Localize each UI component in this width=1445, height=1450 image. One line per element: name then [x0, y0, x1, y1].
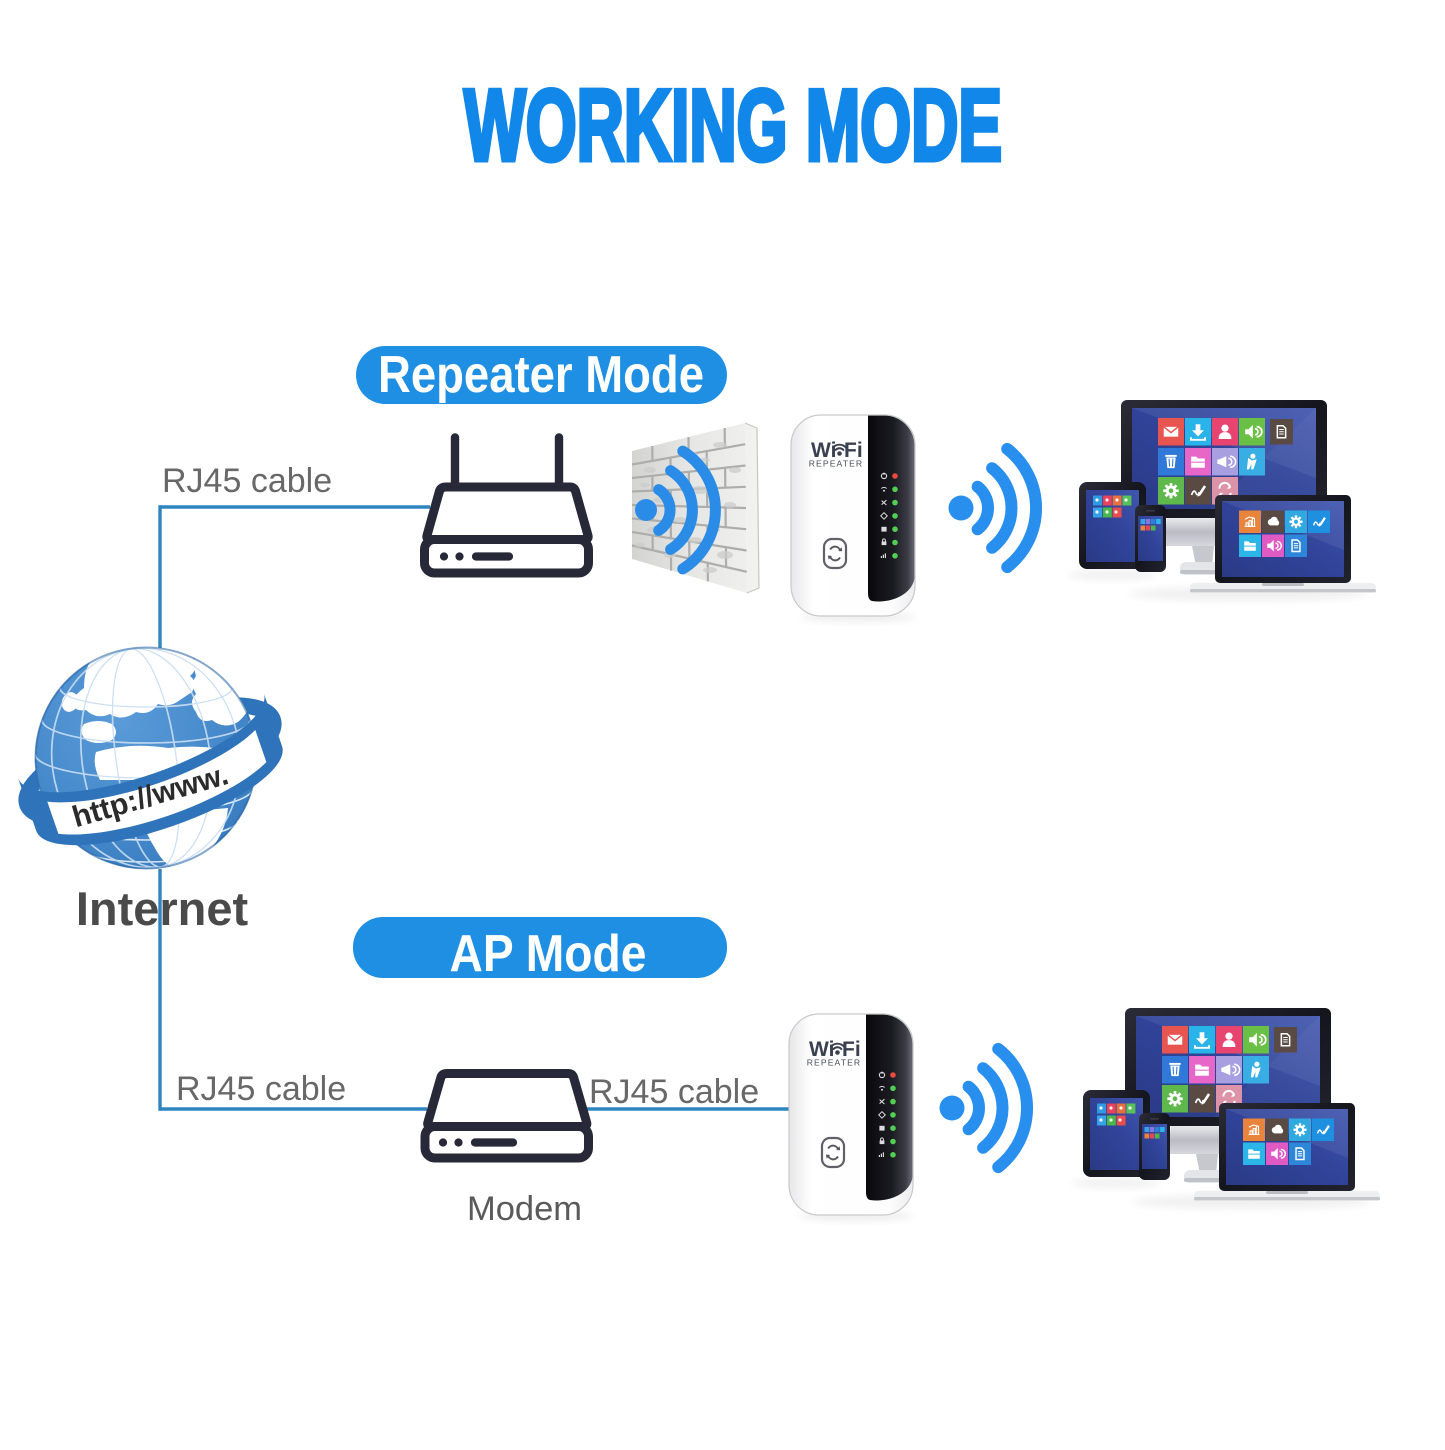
- svg-text:Internet: Internet: [76, 882, 249, 935]
- svg-text:RJ45 cable: RJ45 cable: [176, 1070, 346, 1108]
- svg-text:REPEATER: REPEATER: [807, 1058, 861, 1068]
- svg-text:Modem: Modem: [467, 1190, 582, 1228]
- svg-text:Fi: Fi: [842, 1038, 861, 1061]
- svg-text:REPEATER: REPEATER: [809, 459, 863, 469]
- svg-text:RJ45 cable: RJ45 cable: [162, 462, 332, 500]
- svg-text:Wi: Wi: [809, 1038, 834, 1061]
- svg-text:Wi: Wi: [811, 439, 836, 462]
- svg-text:Fi: Fi: [844, 439, 863, 462]
- svg-text:Repeater Mode: Repeater Mode: [378, 346, 704, 404]
- svg-text:RJ45 cable: RJ45 cable: [589, 1073, 759, 1111]
- svg-text:AP Mode: AP Mode: [450, 925, 647, 983]
- svg-text:WORKING MODE: WORKING MODE: [464, 70, 1002, 182]
